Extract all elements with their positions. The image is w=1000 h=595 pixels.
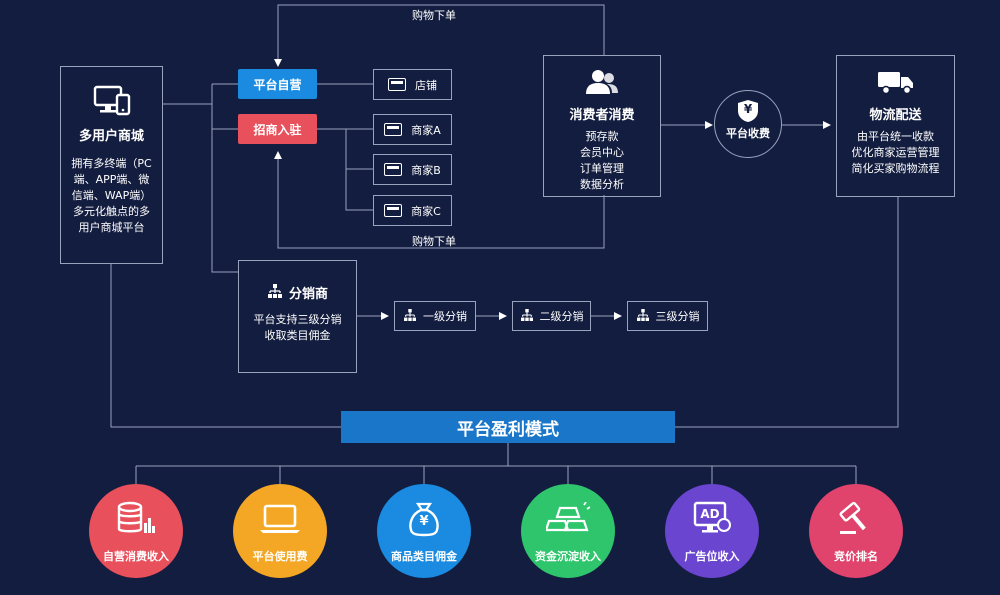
level-3-box: 三级分销: [627, 301, 708, 331]
mall-title: 多用户商城: [78, 129, 144, 144]
storefront-icon: [384, 204, 403, 217]
mall-desc-line: 端、APP端、微: [73, 173, 150, 186]
profit-label: 平台使用费: [252, 550, 308, 563]
distributor-title: 分销商: [288, 287, 328, 302]
profit-bidding-rank: 竞价排名: [809, 484, 903, 578]
hierarchy-icon: [267, 283, 283, 302]
profit-model-bar: 平台盈利模式: [341, 411, 675, 443]
storefront-icon: [388, 78, 406, 91]
mall-desc-line: 信端、WAP端）: [71, 189, 152, 202]
store-label: 商家C: [411, 204, 441, 218]
self-operated-tag: 平台自营: [238, 69, 317, 99]
truck-icon: [876, 68, 916, 100]
distributor-header: 分销商: [267, 283, 328, 302]
yuan-glyph: ¥: [743, 102, 753, 116]
ad-text: AD: [700, 507, 720, 521]
hierarchy-icon: [520, 308, 534, 324]
money-bag-icon: ¥: [401, 500, 447, 538]
logistics-box: 物流配送 由平台统一收款 优化商家运营管理 简化买家购物流程: [836, 55, 955, 197]
profit-fund-deposit: 资金沉淀收入: [521, 484, 615, 578]
store-box: 店铺: [373, 69, 452, 100]
level-label: 二级分销: [539, 310, 584, 323]
storefront-icon: [384, 123, 403, 136]
logistics-line: 简化买家购物流程: [851, 162, 940, 175]
storefront-icon: [384, 163, 403, 176]
store-label: 商家A: [411, 123, 441, 137]
profit-label: 广告位收入: [684, 550, 740, 563]
hierarchy-icon: [403, 308, 417, 324]
profit-category-commission: ¥ 商品类目佣金: [377, 484, 471, 578]
profit-label: 资金沉淀收入: [535, 550, 601, 563]
logistics-line: 优化商家运营管理: [851, 146, 940, 159]
profit-label: 商品类目佣金: [391, 550, 457, 563]
top-loop-label: 购物下单: [412, 9, 456, 22]
consumer-line: 数据分析: [580, 178, 624, 191]
store-label: 商家B: [411, 163, 441, 177]
distributor-line: 平台支持三级分销: [253, 313, 342, 326]
distributor-line: 收取类目佣金: [264, 329, 331, 342]
consumer-line: 预存款: [585, 130, 619, 143]
consumer-box: 消费者消费 预存款 会员中心 订单管理 数据分析: [543, 55, 661, 197]
profit-ad-slot: AD 广告位收入: [665, 484, 759, 578]
yuan-shield-icon: ¥: [737, 99, 759, 123]
level-1-box: 一级分销: [394, 301, 476, 331]
devices-icon: [92, 83, 132, 121]
logistics-line: 由平台统一收款: [857, 130, 934, 143]
store-label: 店铺: [415, 78, 437, 92]
profit-platform-fee: 平台使用费: [233, 484, 327, 578]
database-chart-icon: [113, 500, 159, 538]
laptop-icon: [257, 500, 303, 538]
profit-self-operated: 自营消费收入: [89, 484, 183, 578]
consumer-title: 消费者消费: [569, 108, 635, 123]
logistics-title: 物流配送: [869, 108, 922, 123]
mall-box: 多用户商城 拥有多终端（PC 端、APP端、微 信端、WAP端） 多元化触点的多…: [60, 66, 163, 264]
level-label: 一级分销: [423, 310, 467, 323]
level-label: 三级分销: [655, 310, 700, 323]
bottom-loop-label: 购物下单: [412, 235, 456, 248]
level-2-box: 二级分销: [512, 301, 591, 331]
merchant-a-box: 商家A: [373, 114, 452, 145]
mall-description: 拥有多终端（PC 端、APP端、微 信端、WAP端） 多元化触点的多 用户商城平…: [71, 156, 151, 236]
merchant-settle-tag: 招商入驻: [238, 114, 317, 144]
platform-fee-label: 平台收费: [726, 127, 770, 140]
gold-bars-icon: [545, 500, 591, 538]
consumer-lines: 预存款 会员中心 订单管理 数据分析: [580, 129, 624, 193]
hierarchy-icon: [636, 308, 650, 324]
distributor-box: 分销商 平台支持三级分销 收取类目佣金: [238, 260, 357, 373]
profit-label: 自营消费收入: [103, 550, 169, 563]
ad-monitor-icon: AD: [689, 500, 735, 538]
profit-label: 竞价排名: [834, 550, 878, 563]
logistics-lines: 由平台统一收款 优化商家运营管理 简化买家购物流程: [852, 129, 940, 177]
distributor-lines: 平台支持三级分销 收取类目佣金: [254, 312, 342, 344]
merchant-c-box: 商家C: [373, 195, 452, 226]
consumer-line: 订单管理: [580, 162, 624, 175]
users-icon: [583, 68, 621, 100]
mall-desc-line: 用户商城平台: [78, 221, 145, 234]
merchant-b-box: 商家B: [373, 154, 452, 185]
consumer-line: 会员中心: [580, 146, 624, 159]
gavel-icon: [833, 500, 879, 538]
platform-fee-node: ¥ 平台收费: [714, 90, 782, 158]
bag-glyph: ¥: [419, 514, 429, 529]
mall-desc-line: 拥有多终端（PC: [71, 157, 152, 170]
mall-desc-line: 多元化触点的多: [72, 205, 150, 218]
